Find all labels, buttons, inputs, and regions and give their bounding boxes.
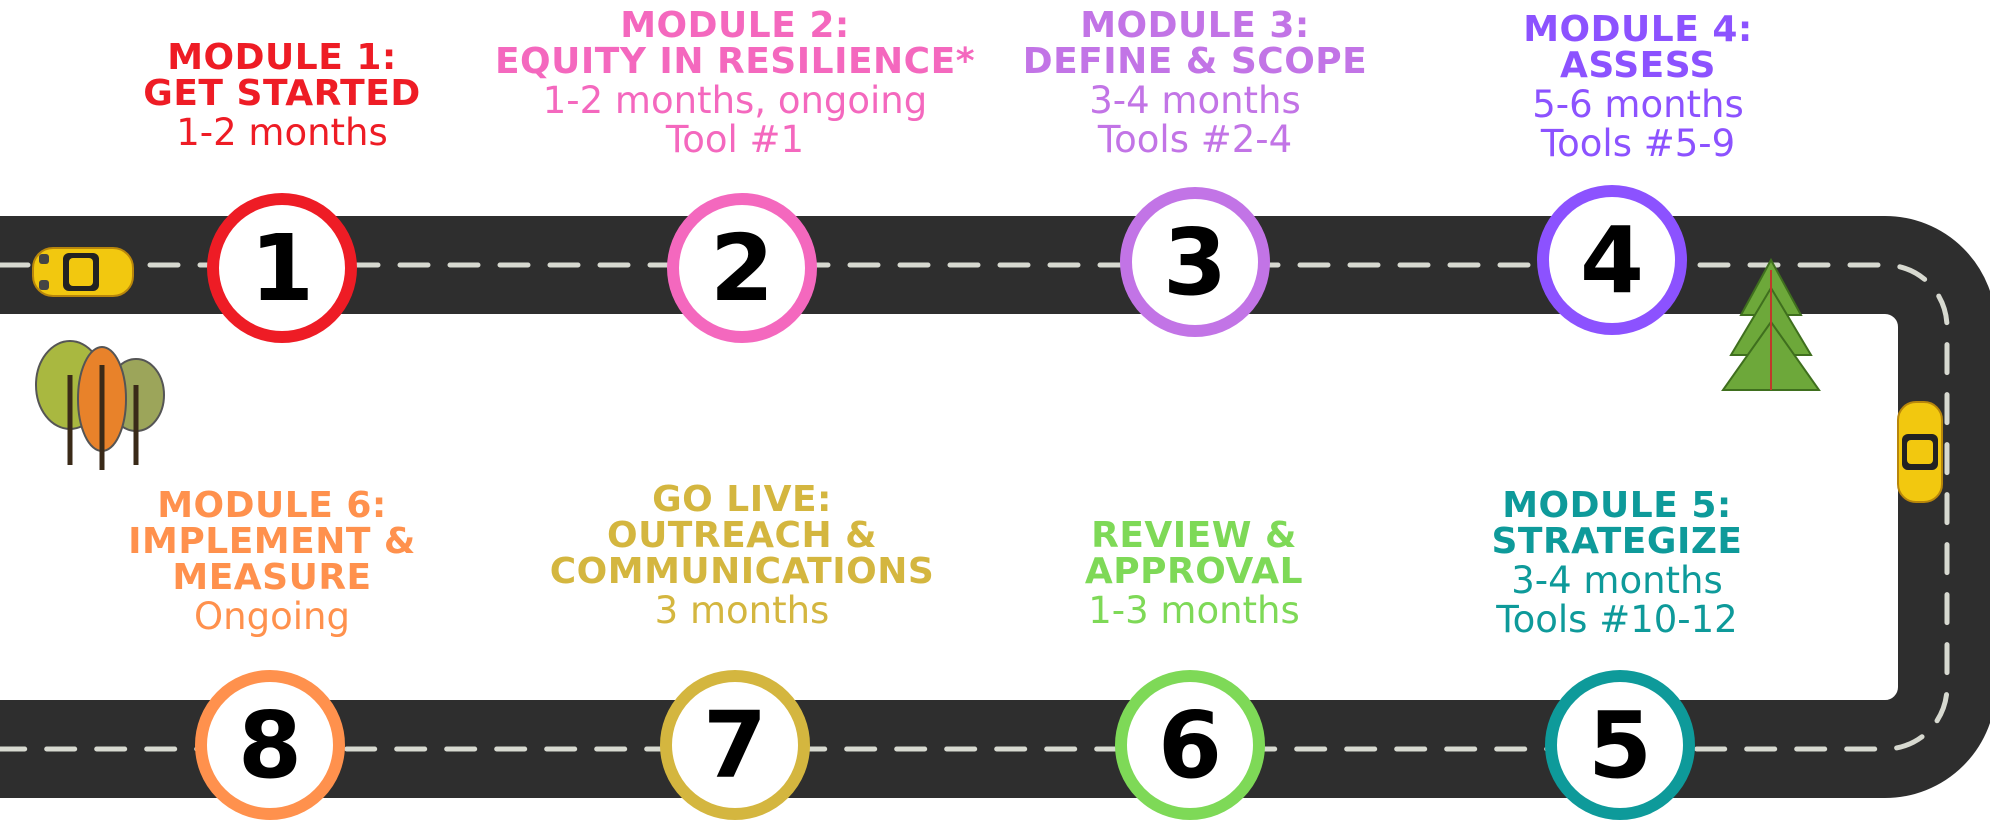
module-number: 8 <box>238 692 302 799</box>
module-title-line: COMMUNICATIONS <box>549 551 935 592</box>
module-subtitle-line: 1-2 months <box>176 111 388 154</box>
module-marker-7: 7 <box>660 670 810 820</box>
module-marker-5: 5 <box>1545 670 1695 820</box>
trees-icon <box>35 340 165 470</box>
module-title-line: MODULE 2: <box>620 5 850 46</box>
module-title-line: OUTREACH & <box>606 515 878 556</box>
module-title-line: DEFINE & SCOPE <box>1022 41 1368 82</box>
module-marker-circle <box>1120 187 1270 337</box>
module-number: 6 <box>1158 692 1222 799</box>
module-title-line: MODULE 6: <box>157 485 387 526</box>
module-title-line: REVIEW & <box>1091 515 1297 556</box>
module-marker-circle <box>1537 185 1687 335</box>
car-icon <box>1897 401 1943 503</box>
module-marker-8: 8 <box>195 670 345 820</box>
car-icon <box>32 247 134 297</box>
module-title-line: APPROVAL <box>1084 551 1304 592</box>
module-title-line: EQUITY IN RESILIENCE* <box>494 41 976 82</box>
module-subtitle-line: Tools #5-9 <box>1540 122 1736 165</box>
module-title-line: GO LIVE: <box>652 479 832 520</box>
module-label-2: MODULE 2:EQUITY IN RESILIENCE*1-2 months… <box>455 5 1015 161</box>
module-title-line: GET STARTED <box>143 73 421 114</box>
module-subtitle-line: 3-4 months <box>1089 79 1301 122</box>
module-marker-4: 4 <box>1537 185 1687 335</box>
module-subtitle-line: Tools #10-12 <box>1496 598 1738 641</box>
module-title-line: MODULE 3: <box>1080 5 1310 46</box>
module-number: 4 <box>1580 207 1644 314</box>
module-number: 3 <box>1163 209 1227 316</box>
module-marker-circle <box>207 193 357 343</box>
module-number: 2 <box>710 215 774 322</box>
module-number: 7 <box>703 692 767 799</box>
module-title-line: ASSESS <box>1560 45 1716 86</box>
module-marker-circle <box>1115 670 1265 820</box>
module-marker-circle <box>195 670 345 820</box>
module-title-line: STRATEGIZE <box>1491 521 1743 562</box>
module-title-line: MODULE 5: <box>1502 485 1732 526</box>
module-subtitle-line: Tool #1 <box>665 118 805 161</box>
module-title-line: MODULE 1: <box>167 37 397 78</box>
module-marker-2: 2 <box>667 193 817 343</box>
module-marker-1: 1 <box>207 193 357 343</box>
module-marker-6: 6 <box>1115 670 1265 820</box>
road-lane-markings <box>0 262 1950 752</box>
module-subtitle-line: Ongoing <box>194 595 350 638</box>
module-number: 5 <box>1588 692 1652 799</box>
module-marker-circle <box>660 670 810 820</box>
module-title-line: IMPLEMENT & <box>128 521 416 562</box>
pine-tree-icon <box>1721 257 1821 391</box>
module-title-line: MEASURE <box>172 557 372 598</box>
module-subtitle-line: 3 months <box>654 589 830 632</box>
module-marker-3: 3 <box>1120 187 1270 337</box>
module-subtitle-line: 5-6 months <box>1532 83 1744 126</box>
module-subtitle-line: 1-3 months <box>1088 589 1300 632</box>
module-number: 1 <box>250 215 314 322</box>
module-subtitle-line: Tools #2-4 <box>1097 118 1293 161</box>
module-marker-circle <box>667 193 817 343</box>
module-marker-circle <box>1545 670 1695 820</box>
module-subtitle-line: 1-2 months, ongoing <box>542 79 928 122</box>
module-subtitle-line: 3-4 months <box>1511 559 1723 602</box>
module-title-line: MODULE 4: <box>1523 9 1753 50</box>
